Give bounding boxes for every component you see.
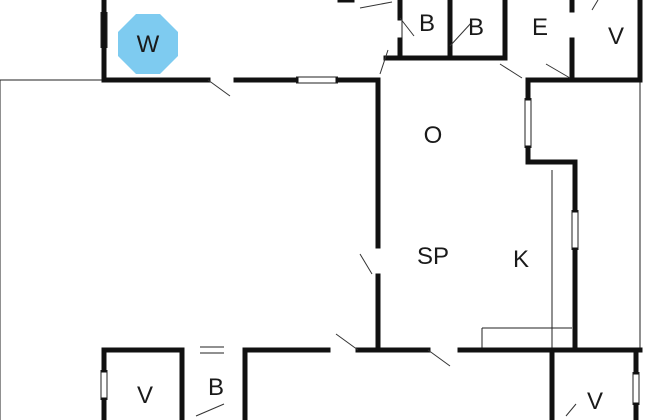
room-label-b-bottom: B bbox=[208, 374, 224, 401]
room-label-v-bottom-right: V bbox=[587, 388, 603, 415]
room-label-e: E bbox=[532, 14, 548, 41]
windows bbox=[100, 12, 640, 405]
room-label-v-bottom-left: V bbox=[137, 382, 153, 409]
room-label-b2: B bbox=[468, 14, 484, 41]
room-label-k: K bbox=[513, 246, 529, 273]
room-label-sp: SP bbox=[417, 243, 449, 270]
walls bbox=[101, 0, 643, 420]
room-label-v-top: V bbox=[608, 23, 624, 50]
room-label-b1: B bbox=[419, 10, 435, 37]
room-labels: B B E V O SP K V B V bbox=[137, 10, 624, 415]
doors bbox=[195, 0, 599, 417]
w-badge: W bbox=[118, 14, 178, 74]
w-badge-octagon bbox=[118, 14, 178, 74]
w-badge-label: W bbox=[137, 31, 160, 58]
room-label-o: O bbox=[424, 122, 443, 149]
